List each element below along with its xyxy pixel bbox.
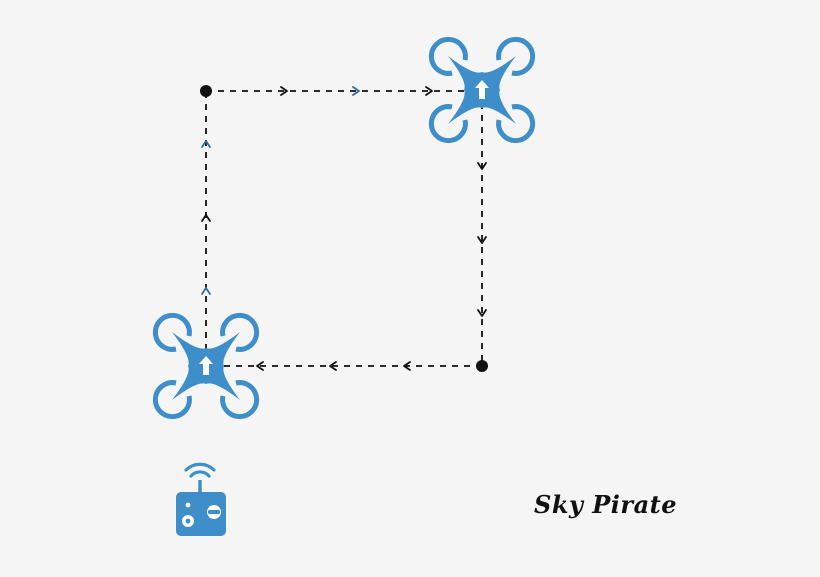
- drone-icon: [431, 39, 532, 140]
- brand-label: Sky Pirate: [534, 490, 677, 519]
- flight-path: [205, 90, 483, 367]
- waypoint-top-left: [200, 85, 212, 97]
- arrow-up-icon: [201, 287, 211, 295]
- direction-arrows: [201, 86, 487, 371]
- wifi-signal-icon: [184, 462, 216, 478]
- waypoint-bottom-right: [476, 360, 488, 372]
- remote-controller-icon: [176, 462, 226, 536]
